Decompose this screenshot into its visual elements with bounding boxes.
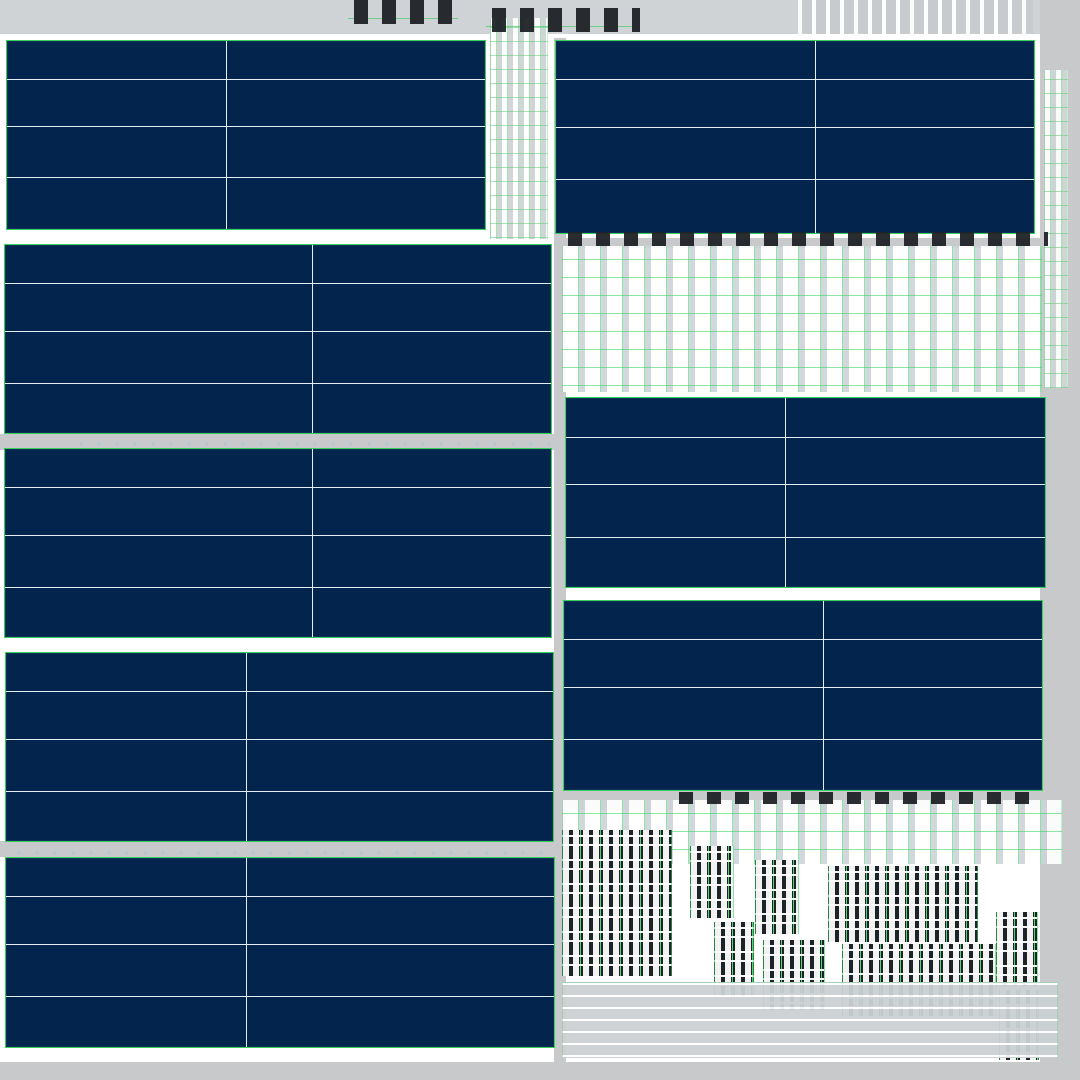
dots-row-a [72, 441, 554, 447]
tile-grid-a [562, 246, 1042, 392]
micro-tiles-b [1044, 70, 1068, 388]
panel-g [5, 652, 554, 842]
dark-cluster-h [996, 912, 1038, 986]
bottom-streaks [562, 982, 1058, 1058]
dark-cluster-f [828, 866, 978, 942]
panel-c [4, 244, 552, 434]
marks-row-b [673, 792, 1039, 804]
dark-cluster-b [690, 846, 734, 918]
dark-cluster-d [755, 860, 799, 934]
top-marks-b [486, 8, 640, 32]
dots-row-b [10, 850, 552, 856]
panel-b [555, 40, 1035, 234]
panel-f [563, 600, 1043, 791]
panel-e [565, 397, 1046, 588]
top-right-stripes [798, 0, 1033, 34]
micro-tiles-a [490, 18, 548, 239]
panel-d [4, 448, 552, 638]
top-marks-a [348, 0, 458, 24]
dark-cluster-a [562, 830, 672, 976]
marks-row-a [562, 232, 1048, 246]
bottom-service-band [0, 1062, 1080, 1080]
panel-h [5, 857, 555, 1048]
panel-a [6, 40, 486, 230]
